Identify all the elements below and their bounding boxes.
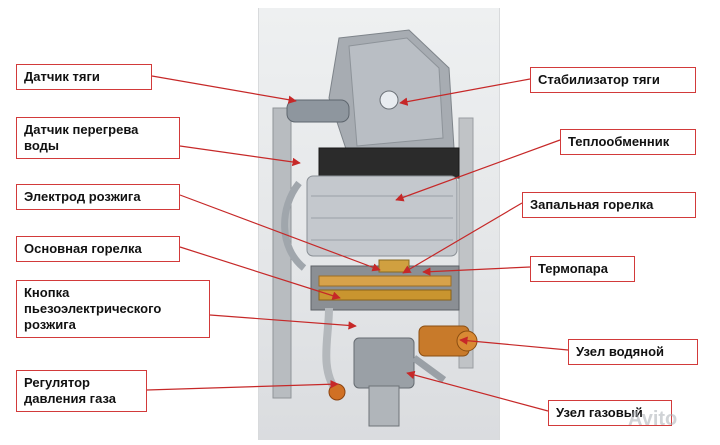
leader-main-burner bbox=[179, 246, 341, 300]
water-heater-photo bbox=[258, 8, 500, 440]
watermark: Avito bbox=[628, 408, 678, 430]
leader-thermocouple bbox=[422, 266, 531, 276]
label-draft-sensor: Датчик тяги bbox=[16, 64, 152, 90]
label-thermocouple: Термопара bbox=[530, 256, 635, 282]
leader-draft-stabilizer bbox=[399, 78, 531, 106]
water-heater-illustration bbox=[272, 29, 478, 427]
label-gas-unit: Узел газовый bbox=[548, 400, 672, 426]
leader-pilot-burner bbox=[402, 202, 523, 274]
leader-water-unit bbox=[459, 336, 569, 351]
leader-draft-sensor bbox=[151, 75, 297, 104]
label-water-unit: Узел водяной bbox=[568, 339, 698, 365]
label-draft-stabilizer: Стабилизатор тяги bbox=[530, 67, 696, 93]
leader-piezo-button bbox=[209, 314, 357, 330]
leader-overheat-sensor bbox=[179, 145, 301, 167]
label-gas-pressure-regulator: Регулятор давления газа bbox=[16, 370, 147, 412]
label-overheat-sensor: Датчик перегрева воды bbox=[16, 117, 180, 159]
label-heat-exchanger: Теплообменник bbox=[560, 129, 696, 155]
label-piezo-button: Кнопка пьезоэлектрического розжига bbox=[16, 280, 210, 338]
leader-gas-unit bbox=[406, 370, 549, 412]
label-ignition-electrode: Электрод розжига bbox=[16, 184, 180, 210]
leader-heat-exchanger bbox=[395, 139, 561, 202]
leader-gas-pressure-regulator bbox=[146, 380, 339, 391]
label-main-burner: Основная горелка bbox=[16, 236, 180, 262]
leader-ignition-electrode bbox=[179, 194, 381, 272]
label-pilot-burner: Запальная горелка bbox=[522, 192, 696, 218]
